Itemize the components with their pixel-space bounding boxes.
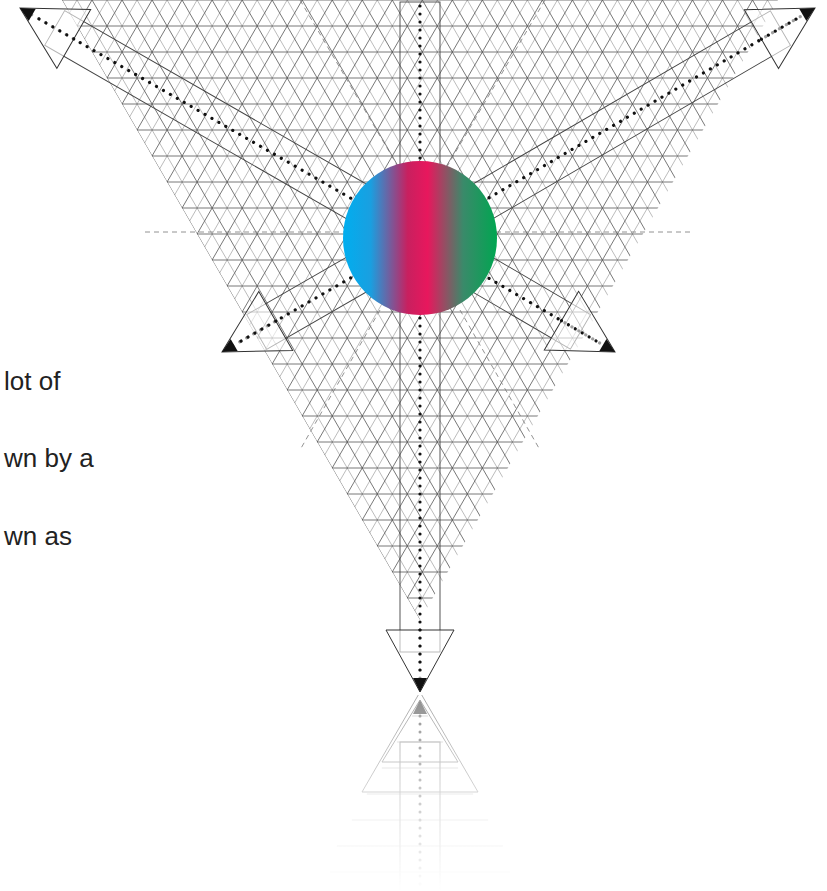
reflection [322, 692, 518, 891]
body-text: wn by a [4, 443, 94, 474]
body-text: lot of [4, 366, 60, 397]
guide-dashes [145, 0, 690, 450]
body-text: wn as [4, 521, 72, 552]
triangle-lattice [0, 0, 827, 640]
arrow-bands [3, 0, 827, 692]
gradient-sphere [343, 161, 497, 315]
